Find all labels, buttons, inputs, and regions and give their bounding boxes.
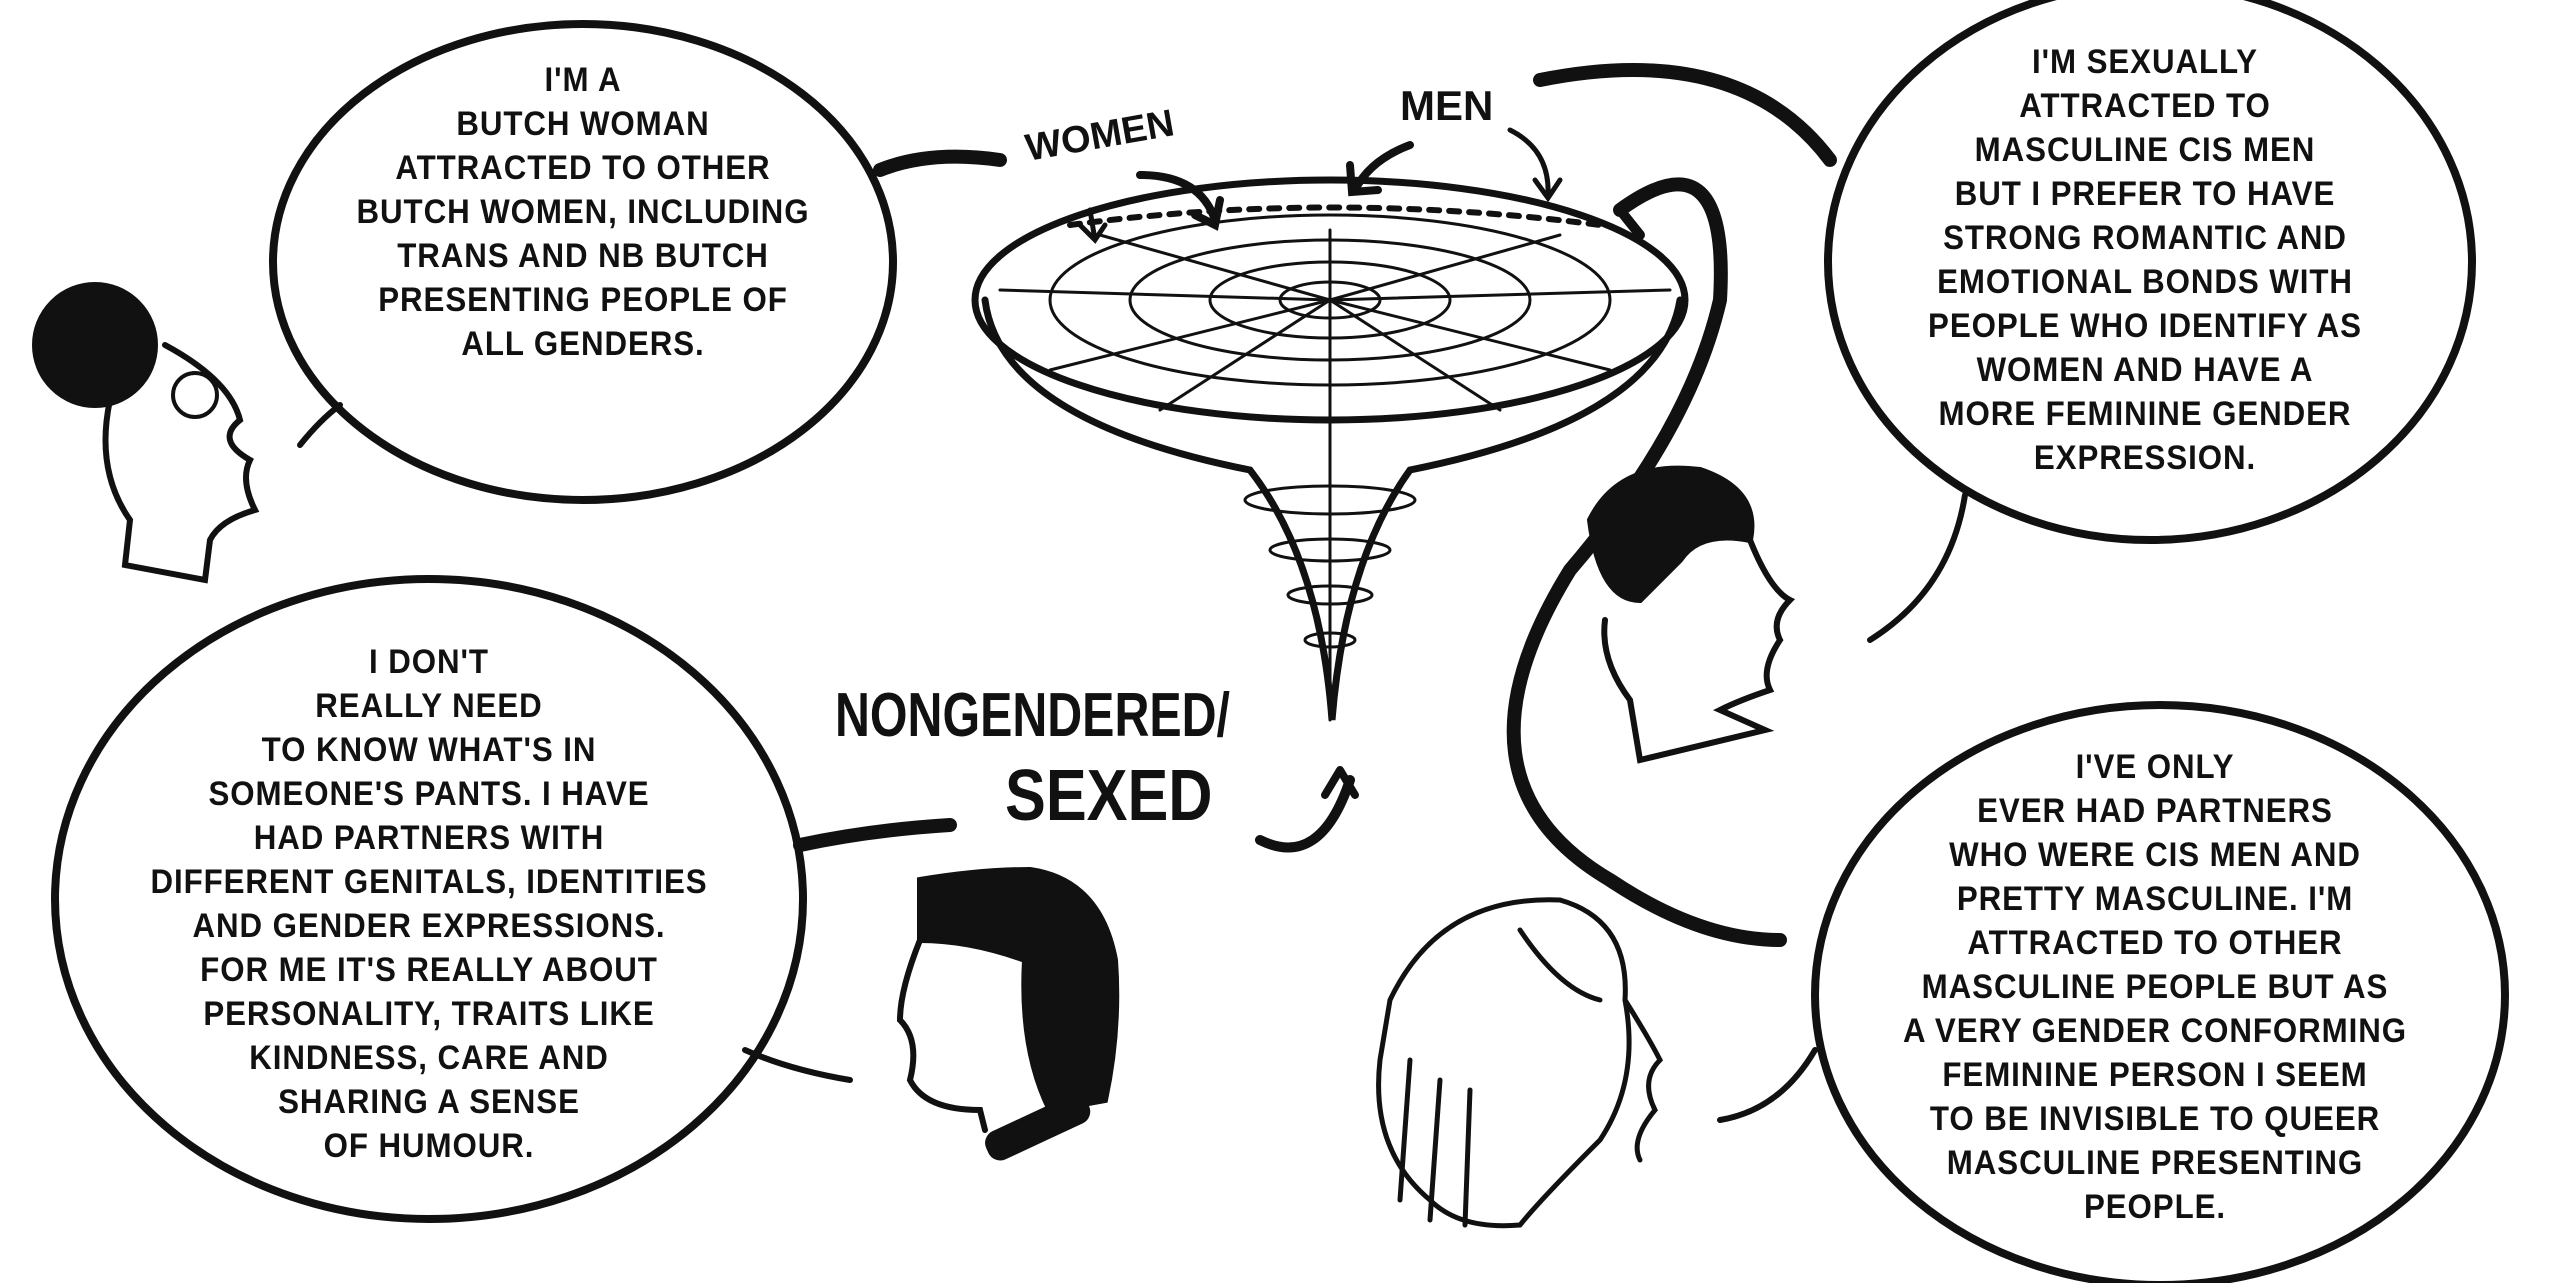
text-line: I DON'T [369,643,489,681]
text-line: MORE FEMININE GENDER [1938,395,2352,433]
text-line: KINDNESS, CARE AND [249,1039,609,1077]
text-line: EVER HAD PARTNERS [1977,792,2333,830]
text-line: I'M A [544,61,622,99]
bubble-tail [742,1047,853,1083]
speech-text-woman-long-hair: I'VE ONLY EVER HAD PARTNERS WHO WERE CIS… [1861,745,2450,1229]
text-line: PRESENTING PEOPLE OF [378,281,788,319]
text-line: FEMININE PERSON I SEEM [1942,1056,2368,1094]
text-line: PEOPLE WHO IDENTIFY AS [1928,307,2362,345]
text-line: ATTRACTED TO [2019,87,2271,125]
text-line: HAD PARTNERS WITH [253,819,605,857]
text-line: MASCULINE PRESENTING [1946,1144,2364,1182]
text-line: A VERY GENDER CONFORMING [1902,1012,2408,1050]
text-line: OF HUMOUR. [323,1127,535,1165]
text-line: STRONG ROMANTIC AND [1943,219,2347,257]
funnel-diagram [971,176,1689,722]
speech-text-woman-bob: I DON'T REALLY NEED TO KNOW WHAT'S IN SO… [116,640,742,1168]
arrow-icon [1346,141,1414,197]
text-line: I'VE ONLY [2075,748,2235,786]
bubble-tail [297,402,343,448]
face-butch-woman [32,282,260,584]
label-men: MEN [1400,82,1494,129]
speech-bubble-top-left [269,20,897,504]
text-line: TO KNOW WHAT'S IN [261,731,597,769]
arrow-icon [1507,127,1563,203]
speech-bubble-bottom-left [51,575,807,1223]
connector-curve [793,818,957,852]
connector-curve [1533,63,1837,167]
text-line: PRETTY MASCULINE. I'M [1956,880,2354,918]
bubble-tail [1867,492,1968,643]
text-line: SOMEONE'S PANTS. I HAVE [208,775,650,813]
label-sexed: SEXED [1005,756,1213,836]
text-line: BUTCH WOMAN [456,105,710,143]
text-line: BUT I PREFER TO HAVE [1954,175,2336,213]
bubble-tail [1717,1047,1818,1123]
text-line: PERSONALITY, TRAITS LIKE [203,995,655,1033]
text-line: WHO WERE CIS MEN AND [1949,836,2361,874]
text-line: I'M SEXUALLY [2032,43,2258,81]
text-line: TRANS AND NB BUTCH [397,237,769,275]
text-line: WOMEN AND HAVE A [1976,351,2314,389]
text-line: FOR ME IT'S REALLY ABOUT [200,951,658,989]
text-line: DIFFERENT GENITALS, IDENTITIES [150,863,708,901]
face-woman-long-hair [1376,897,1664,1229]
face-man [1586,465,1796,764]
text-line: AND GENDER EXPRESSIONS. [192,907,666,945]
text-line: MASCULINE PEOPLE BUT AS [1921,968,2389,1006]
text-line: REALLY NEED [315,687,543,725]
speech-bubble-top-right [1824,0,2476,544]
text-line: ALL GENDERS. [461,325,705,363]
arrow-icon [1321,766,1359,799]
speech-text-man: I'M SEXUALLY ATTRACTED TO MASCULINE CIS … [1887,40,2402,480]
text-line: MASCULINE CIS MEN [1974,131,2316,169]
connector-curve [1506,177,1787,947]
text-line: SHARING A SENSE [278,1083,580,1121]
text-line: PEOPLE. [2083,1188,2227,1226]
text-line: EMOTIONAL BONDS WITH [1937,263,2353,301]
connector-curve [873,149,1007,177]
arrow-icon [1615,190,1650,240]
text-line: ATTRACTED TO OTHER [395,149,771,187]
text-line: TO BE INVISIBLE TO QUEER [1929,1100,2381,1138]
label-nongendered: NONGENDERED/ [835,681,1230,750]
text-line: ATTRACTED TO OTHER [1967,924,2343,962]
text-line: EXPRESSION. [2033,439,2257,477]
face-woman-bob [896,866,1120,1161]
connector-curve [1255,775,1355,853]
speech-bubble-bottom-right [1811,701,2509,1283]
text-line: BUTCH WOMEN, INCLUDING [356,193,810,231]
speech-text-butch-woman: I'M A BUTCH WOMAN ATTRACTED TO OTHER BUT… [353,58,813,366]
